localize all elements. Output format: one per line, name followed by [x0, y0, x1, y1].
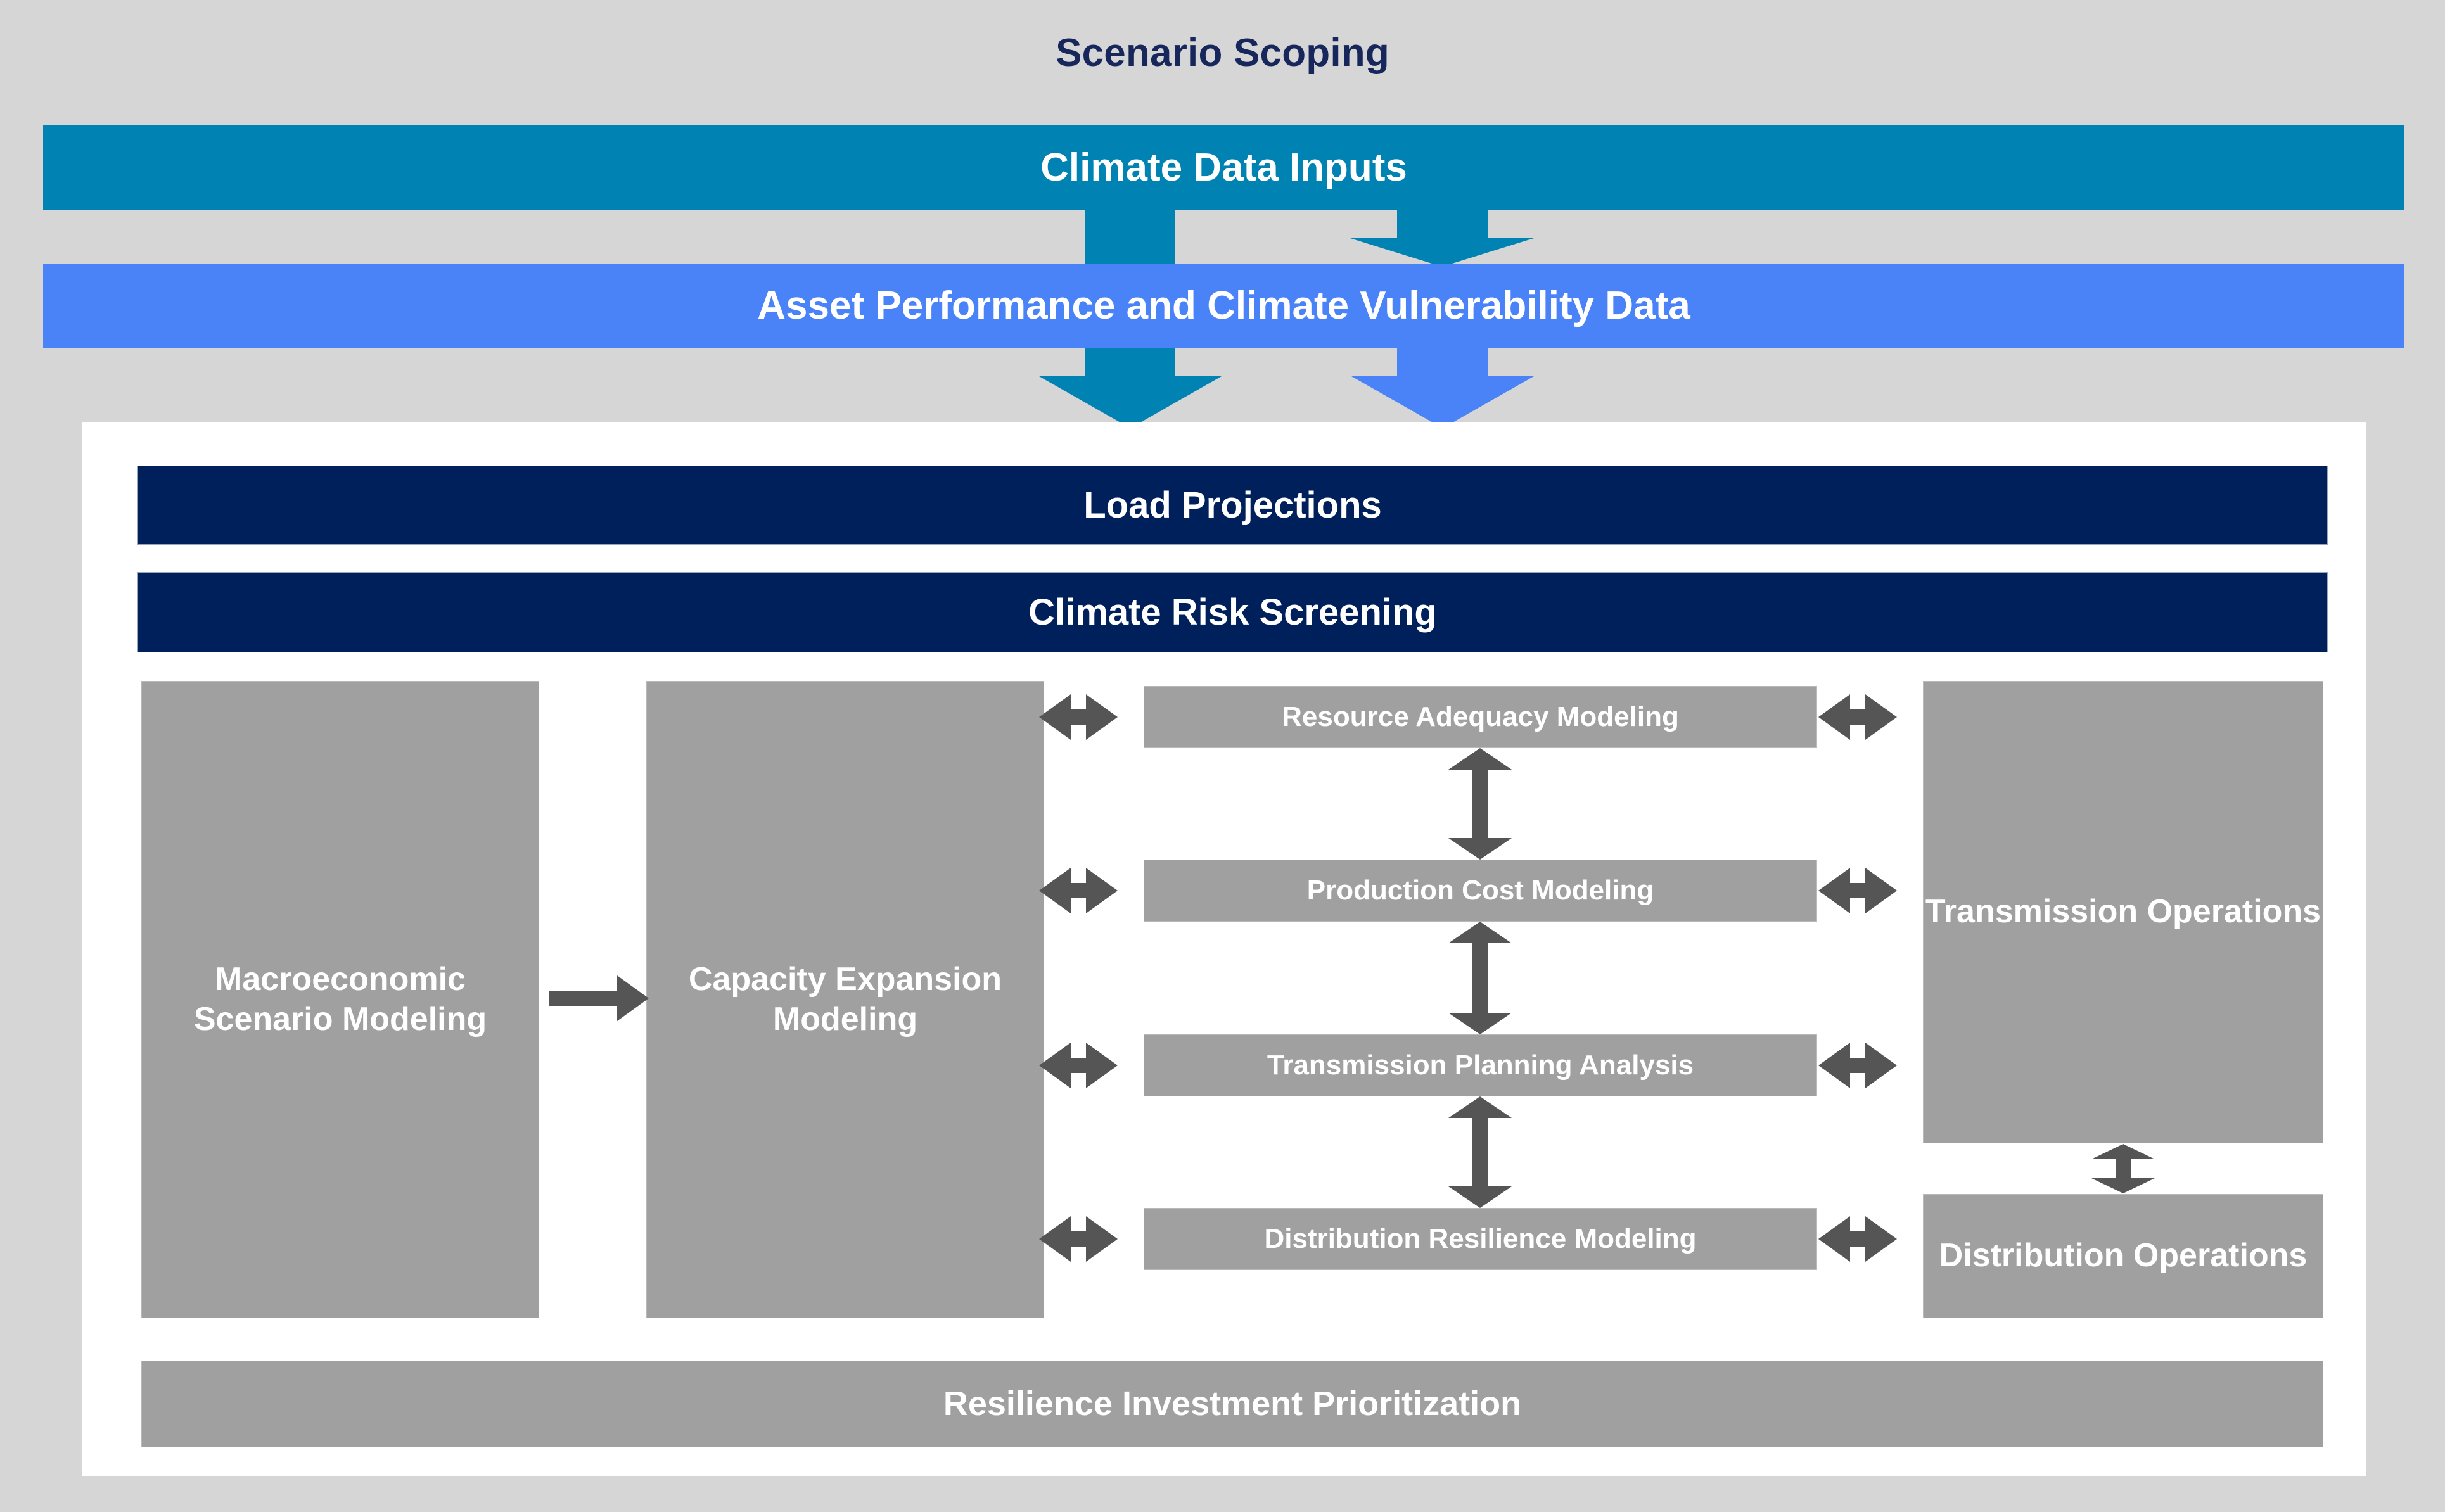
arrow-macro-to-capacity-shaft — [549, 991, 617, 1006]
box-transmission-planning-analysis[interactable]: Transmission Planning Analysis — [1144, 1034, 1817, 1096]
arrow-pc-trans-head-left — [1818, 868, 1850, 913]
arrow-tp-trans-head-left — [1818, 1043, 1850, 1088]
arrow-asset-to-panel-blue-stem — [1397, 348, 1488, 376]
arrow-dr-dist-head-right — [1865, 1216, 1897, 1262]
arrow-climate-to-asset-right-stem — [1397, 210, 1488, 238]
box-transmission-planning-analysis-label: Transmission Planning Analysis — [1267, 1050, 1694, 1081]
arrow-asset-to-panel-teal-head — [1039, 376, 1222, 428]
arrow-cap-dr-head-left — [1039, 1216, 1071, 1262]
bar-resilience-investment-prioritization[interactable]: Resilience Investment Prioritization — [141, 1361, 2323, 1447]
box-resource-adequacy-modeling-label: Resource Adequacy Modeling — [1282, 701, 1679, 733]
banner-climate-data-inputs[interactable]: Climate Data Inputs — [43, 125, 2404, 210]
arrow-climate-to-asset-left-stem — [1085, 210, 1175, 264]
arrow-cap-pc-head-right — [1086, 868, 1118, 913]
arrow-ra-pc-head-down — [1448, 838, 1512, 860]
arrow-cap-dr-shaft — [1071, 1231, 1086, 1247]
arrow-tp-dr-head-down — [1448, 1186, 1512, 1208]
arrow-tp-dr-head-up — [1448, 1096, 1512, 1118]
bar-resilience-investment-prioritization-label: Resilience Investment Prioritization — [943, 1384, 1522, 1423]
banner-asset-performance[interactable]: Asset Performance and Climate Vulnerabil… — [43, 264, 2404, 348]
arrow-tp-dr-shaft — [1472, 1112, 1488, 1193]
arrow-ra-trans-shaft — [1850, 709, 1865, 725]
box-transmission-operations[interactable]: Transmission Operations — [1923, 681, 2323, 1143]
bar-load-projections[interactable]: Load Projections — [137, 466, 2328, 545]
arrow-cap-ra-head-right — [1086, 694, 1118, 740]
box-production-cost-modeling[interactable]: Production Cost Modeling — [1144, 860, 1817, 922]
banner-asset-performance-label: Asset Performance and Climate Vulnerabil… — [757, 284, 1690, 328]
arrow-cap-dr-head-right — [1086, 1216, 1118, 1262]
box-capacity-expansion-modeling-label: Capacity Expansion Modeling — [688, 960, 1002, 1038]
box-distribution-operations[interactable]: Distribution Operations — [1923, 1194, 2323, 1318]
banner-climate-data-inputs-label: Climate Data Inputs — [1040, 146, 1407, 190]
arrow-pc-trans-head-right — [1865, 868, 1897, 913]
arrow-pc-tp-shaft — [1472, 937, 1488, 1019]
box-capacity-expansion-modeling[interactable]: Capacity Expansion Modeling — [646, 681, 1044, 1318]
arrow-climate-to-asset-right-head — [1350, 238, 1534, 267]
arrow-ra-trans-head-right — [1865, 694, 1897, 740]
bar-load-projections-label: Load Projections — [1083, 485, 1382, 526]
arrow-transops-distops-head-down — [2091, 1178, 2155, 1193]
page-title: Scenario Scoping — [1056, 31, 1389, 75]
box-distribution-resilience-modeling[interactable]: Distribution Resilience Modeling — [1144, 1208, 1817, 1270]
arrow-cap-tp-head-left — [1039, 1043, 1071, 1088]
box-distribution-resilience-modeling-label: Distribution Resilience Modeling — [1264, 1223, 1697, 1255]
bar-climate-risk-screening[interactable]: Climate Risk Screening — [137, 572, 2328, 652]
box-macroeconomic-scenario-modeling-label: Macroeconomic Scenario Modeling — [193, 960, 487, 1038]
box-production-cost-modeling-label: Production Cost Modeling — [1306, 875, 1654, 906]
arrow-tp-trans-shaft — [1850, 1058, 1865, 1073]
arrow-cap-ra-head-left — [1039, 694, 1071, 740]
arrow-ra-pc-head-up — [1448, 748, 1512, 770]
box-resource-adequacy-modeling[interactable]: Resource Adequacy Modeling — [1144, 686, 1817, 748]
bar-climate-risk-screening-label: Climate Risk Screening — [1028, 592, 1437, 633]
arrow-dr-dist-shaft — [1850, 1231, 1865, 1247]
arrow-pc-tp-head-up — [1448, 922, 1512, 943]
arrow-asset-to-panel-teal-stem — [1085, 348, 1175, 376]
arrow-cap-pc-shaft — [1071, 883, 1086, 898]
arrow-ra-pc-shaft — [1472, 763, 1488, 844]
arrow-dr-dist-head-left — [1818, 1216, 1850, 1262]
arrow-ra-trans-head-left — [1818, 694, 1850, 740]
box-macroeconomic-scenario-modeling[interactable]: Macroeconomic Scenario Modeling — [141, 681, 539, 1318]
arrow-cap-ra-shaft — [1071, 709, 1086, 725]
arrow-pc-tp-head-down — [1448, 1013, 1512, 1034]
arrow-macro-to-capacity-head — [617, 975, 649, 1021]
arrow-asset-to-panel-blue-head — [1351, 376, 1534, 428]
arrow-cap-pc-head-left — [1039, 868, 1071, 913]
arrow-transops-distops-head-up — [2091, 1144, 2155, 1159]
arrow-tp-trans-head-right — [1865, 1043, 1897, 1088]
arrow-cap-tp-shaft — [1071, 1058, 1086, 1073]
box-transmission-operations-label: Transmission Operations — [1925, 893, 2321, 931]
box-distribution-operations-label: Distribution Operations — [1939, 1237, 2308, 1274]
arrow-cap-tp-head-right — [1086, 1043, 1118, 1088]
arrow-pc-trans-shaft — [1850, 883, 1865, 898]
